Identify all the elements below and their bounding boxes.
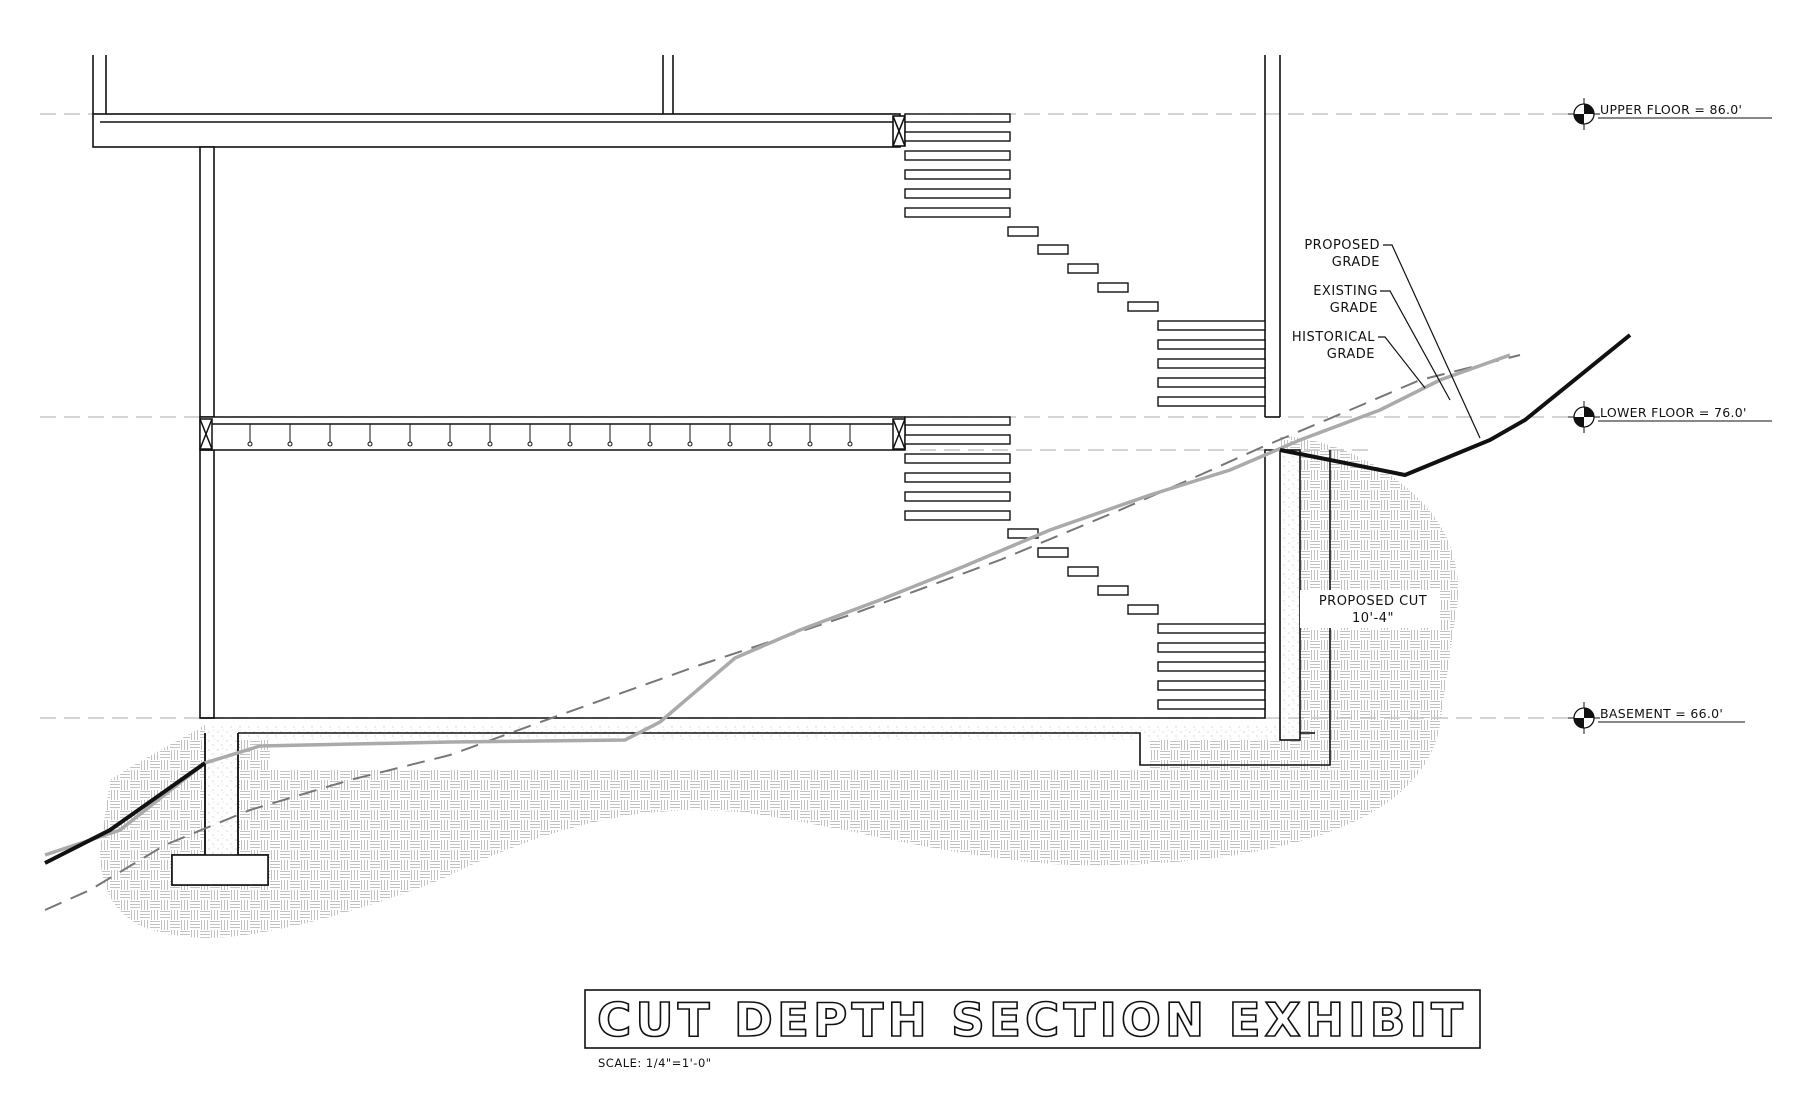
historical-grade-line — [44, 354, 1521, 911]
existing-grade-label-line2: GRADE — [1330, 301, 1378, 316]
joist-webs — [247, 424, 853, 447]
proposed-grade-label-line2: GRADE — [1332, 255, 1380, 270]
left-wall-lower — [199, 449, 215, 719]
cut-label-backdrop — [1300, 590, 1440, 628]
level-marker-upper — [1568, 98, 1772, 130]
basement-level-label: BASEMENT = 66.0' — [1600, 706, 1723, 721]
proposed-cut-depth: 10'-4" — [1352, 611, 1394, 626]
proposed-grade-line-right — [1279, 333, 1632, 478]
level-marker-basement — [1568, 702, 1745, 734]
retaining-wall-stipple — [1280, 450, 1300, 740]
slab-stipple — [205, 435, 1315, 770]
stair-lower-flight — [904, 416, 1266, 710]
existing-grade-line — [44, 353, 1511, 857]
grade-leaders — [1378, 244, 1481, 439]
footing-left-box — [171, 854, 269, 886]
historical-grade-label-line2: GRADE — [1327, 347, 1375, 362]
lower-floor-joist — [199, 416, 906, 451]
upper-floor-level-label: UPPER FLOOR = 86.0' — [1600, 102, 1742, 117]
title-box — [584, 989, 1481, 1049]
historical-grade-label-line1: HISTORICAL — [1292, 330, 1375, 345]
lower-floor-level-label: LOWER FLOOR = 76.0' — [1600, 405, 1747, 420]
proposed-cut-label: PROPOSED CUT — [1319, 594, 1427, 609]
proposed-grade-line-left — [44, 761, 207, 865]
title-text: CUT DEPTH SECTION EXHIBIT — [597, 993, 1467, 1047]
level-marker-lower — [1568, 401, 1772, 433]
proposed-grade-label-line1: PROPOSED — [1304, 238, 1380, 253]
stair-upper-flight — [904, 113, 1266, 407]
scale-note: SCALE: 1/4"=1'-0" — [598, 1056, 712, 1070]
building-frame — [92, 55, 1281, 719]
slab-outline — [238, 450, 1331, 766]
soil-mass — [100, 435, 1459, 938]
existing-grade-label-line1: EXISTING — [1313, 284, 1378, 299]
upper-floor-slab — [92, 113, 901, 148]
footing-left-fill — [205, 725, 238, 860]
left-wall-upper — [199, 146, 215, 418]
